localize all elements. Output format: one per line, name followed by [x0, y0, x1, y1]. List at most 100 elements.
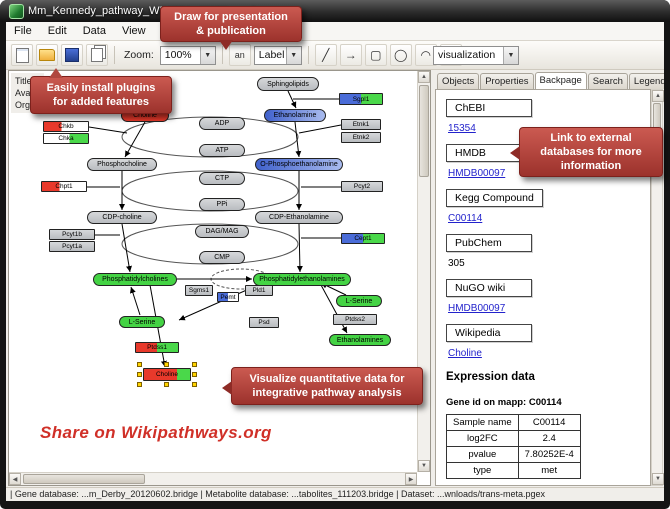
link-chebi[interactable]: 15354: [448, 123, 476, 134]
save-button[interactable]: [61, 44, 83, 66]
node-etnk1[interactable]: Etnk1: [341, 119, 381, 130]
table-cell: Sample name: [446, 414, 519, 431]
node-phosphatidylcholines[interactable]: Phosphatidylcholines: [93, 273, 177, 286]
tab-properties[interactable]: Properties: [480, 73, 534, 89]
scroll-right-icon[interactable]: ▶: [405, 473, 417, 485]
scroll-down-icon[interactable]: ▼: [652, 473, 664, 485]
node-pcyt1a[interactable]: Pcyt1a: [49, 241, 95, 252]
datanode-tool-button[interactable]: an: [228, 44, 251, 66]
table-cell: 2.4: [517, 430, 581, 447]
selection-handle[interactable]: [137, 382, 142, 387]
scroll-up-icon[interactable]: ▲: [652, 90, 664, 102]
node-ctp[interactable]: CTP: [199, 172, 245, 185]
vertical-scroll-thumb[interactable]: [419, 85, 429, 177]
node-o-phosphoethanolamine[interactable]: O-Phosphoethanolamine: [255, 158, 343, 171]
node-ptdss1[interactable]: Ptdss1: [135, 342, 179, 353]
selection-handle[interactable]: [137, 371, 142, 377]
scroll-up-icon[interactable]: ▲: [418, 71, 430, 83]
selection-handle[interactable]: [192, 362, 197, 367]
node-phosphocholine[interactable]: Phosphocholine: [87, 158, 157, 171]
node-cdp-ethanolamine[interactable]: CDP-Ethanolamine: [255, 211, 343, 224]
selection-handle[interactable]: [137, 362, 142, 367]
copy-icon: [91, 48, 103, 62]
node-chka[interactable]: Chka: [43, 133, 89, 144]
node-l-serine[interactable]: L-Serine: [336, 295, 382, 307]
node-etnk2[interactable]: Etnk2: [341, 132, 381, 143]
info-organism-label: Organ: [15, 100, 41, 111]
node-phosphatidylethanolamines[interactable]: Phosphatidylethanolamines: [253, 273, 351, 286]
rectangle-tool-button[interactable]: ▢: [364, 44, 387, 66]
node-sgms1[interactable]: Sgms1: [185, 285, 213, 296]
tab-legend[interactable]: Legend: [628, 73, 664, 89]
canvas-vertical-scrollbar[interactable]: ▲ ▼: [417, 71, 430, 472]
selection-handle[interactable]: [192, 371, 197, 377]
arrow-icon: →: [344, 48, 357, 62]
selection-handle[interactable]: [164, 382, 169, 387]
section-header-kegg-compound: Kegg Compound: [446, 189, 543, 207]
node-pcyt1b[interactable]: Pcyt1b: [49, 229, 95, 240]
selection-handle[interactable]: [164, 362, 169, 367]
link-wikipedia[interactable]: Choline: [448, 348, 482, 359]
node-choline[interactable]: Choline: [143, 368, 191, 381]
node-l-serine[interactable]: L-Serine: [119, 316, 165, 328]
node-cdp-choline[interactable]: CDP-choline: [87, 211, 157, 224]
label-tool-combo[interactable]: Label ▼: [253, 45, 302, 65]
tab-objects[interactable]: Objects: [437, 73, 480, 89]
table-cell: pvalue: [446, 446, 519, 463]
menu-data[interactable]: Data: [82, 25, 106, 37]
zoom-combo[interactable]: 100% ▼: [159, 45, 216, 65]
node-psd[interactable]: Psd: [249, 317, 279, 328]
visualization-combo[interactable]: visualization ▼: [433, 45, 519, 65]
tab-backpage[interactable]: Backpage: [534, 72, 587, 89]
node-pemt[interactable]: Pemt: [217, 292, 239, 302]
node-sgpl1[interactable]: Sgpl1: [339, 93, 383, 105]
node-ethanolamines[interactable]: Ethanolamines: [329, 334, 391, 346]
node-cept1[interactable]: Cept1: [341, 233, 385, 244]
chevron-down-icon[interactable]: ▼: [285, 46, 301, 64]
toolbar-separator: [307, 46, 309, 64]
arrow-tool-button[interactable]: →: [339, 44, 362, 66]
new-button[interactable]: [11, 44, 33, 66]
node-adp[interactable]: ADP: [199, 117, 245, 130]
node-sphingolipids[interactable]: Sphingolipids: [257, 77, 319, 91]
node-chkb[interactable]: Chkb: [43, 121, 89, 132]
horizontal-scroll-thumb[interactable]: [23, 474, 145, 484]
canvas-horizontal-scrollbar[interactable]: ◀ ▶: [9, 472, 417, 485]
node-cmp[interactable]: CMP: [199, 251, 245, 264]
chevron-down-icon[interactable]: ▼: [199, 46, 215, 64]
tab-search[interactable]: Search: [587, 73, 628, 89]
open-folder-icon: [39, 49, 55, 61]
gene-id-line: Gene id on mapp: C00114: [446, 397, 562, 408]
node-ppi[interactable]: PPi: [199, 198, 245, 211]
node-pld1[interactable]: Pld1: [245, 285, 273, 296]
ellipse-tool-button[interactable]: ◯: [389, 44, 412, 66]
node-ptdss2[interactable]: Ptdss2: [333, 314, 377, 325]
scroll-down-icon[interactable]: ▼: [418, 460, 430, 472]
node-atp[interactable]: ATP: [199, 144, 245, 157]
arc-icon: ◠: [420, 48, 431, 62]
node-ethanolamine[interactable]: Ethanolamine: [264, 109, 326, 122]
copy-button[interactable]: [86, 44, 108, 66]
datanode-tool-label: an: [234, 50, 245, 60]
link-nugo-wiki[interactable]: HMDB00097: [448, 303, 506, 314]
menu-view[interactable]: View: [121, 25, 146, 37]
node-pcyt2[interactable]: Pcyt2: [341, 181, 383, 192]
menu-file[interactable]: File: [14, 25, 32, 37]
node-dag-mag[interactable]: DAG/MAG: [195, 225, 249, 238]
rectangle-icon: ▢: [370, 48, 382, 62]
link-hmdb[interactable]: HMDB00097: [448, 168, 506, 179]
selection-handle[interactable]: [192, 382, 197, 387]
open-button[interactable]: [36, 44, 58, 66]
chevron-down-icon[interactable]: ▼: [503, 46, 518, 64]
link-kegg-compound[interactable]: C00114: [448, 213, 483, 224]
section-header-chebi: ChEBI: [446, 99, 532, 117]
menu-bar: FileEditDataViewPluginsHelp: [6, 22, 664, 41]
scroll-left-icon[interactable]: ◀: [9, 473, 21, 485]
node-chpt1[interactable]: Chpt1: [41, 181, 87, 192]
menu-edit[interactable]: Edit: [47, 25, 67, 37]
line-tool-button[interactable]: ╱: [314, 44, 337, 66]
